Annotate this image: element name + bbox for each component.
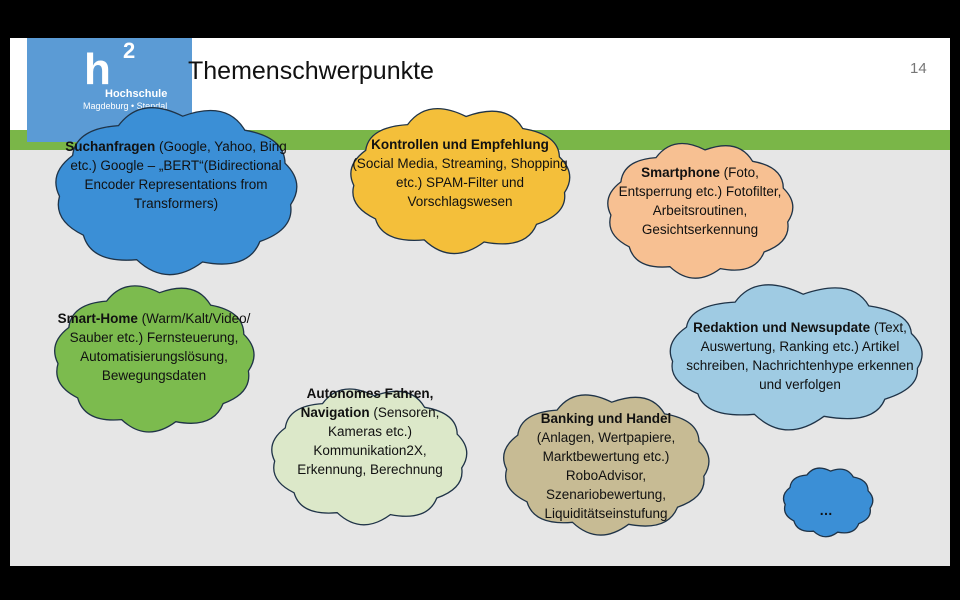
cloud-kontrollen-text: Kontrollen und Empfehlung (Social Media,… [350, 135, 570, 211]
cloud-suchanfragen-body: (Google, Yahoo, Bing etc.) Google – „BER… [70, 139, 287, 211]
cloud-more-title: … [819, 503, 833, 518]
cloud-smarthome-shape [54, 285, 255, 433]
cloud-autonom-text: Autonomes Fahren, Navigation (Sensoren, … [280, 384, 460, 479]
slide-title: Themenschwerpunkte [188, 57, 434, 85]
logo-superscript: 2 [123, 38, 136, 63]
cloud-smarthome-body: (Warm/Kalt/Video/ Sauber etc.) Fernsteue… [69, 311, 251, 383]
logo-mark: h [84, 45, 111, 94]
cloud-suchanfragen-title: Suchanfragen [65, 139, 156, 154]
cloud-smarthome-text: Smart-Home (Warm/Kalt/Video/ Sauber etc.… [54, 309, 254, 385]
slide: h 2 Hochschule Magdeburg • Stendal Theme… [10, 38, 950, 566]
cloud-kontrollen-title: Kontrollen und Empfehlung [371, 137, 549, 152]
cloud-suchanfragen-text: Suchanfragen (Google, Yahoo, Bing etc.) … [62, 137, 290, 213]
cloud-autonom-shape [271, 388, 468, 526]
cloud-banking-body: (Anlagen, Wertpapiere, Marktbewertung et… [536, 430, 676, 521]
cloud-banking-title: Banking und Handel [540, 411, 672, 426]
cloud-smartphone-text: Smartphone (Foto, Entsperrung etc.) Foto… [610, 163, 790, 239]
clouds-layer [54, 107, 923, 538]
cloud-banking-text: Banking und Handel (Anlagen, Wertpapiere… [515, 409, 697, 523]
cloud-autonom-body: (Sensoren, Kameras etc.) Kommunikation2X… [297, 405, 443, 477]
cloud-smartphone-title: Smartphone [641, 165, 720, 180]
cloud-redaktion-shape [669, 284, 923, 431]
cloud-suchanfragen-shape [55, 107, 298, 276]
cloud-redaktion-body: (Text, Auswertung, Ranking etc.) Artikel… [686, 320, 914, 392]
cloud-smarthome-title: Smart-Home [57, 311, 138, 326]
cloud-kontrollen-shape [350, 108, 571, 255]
cloud-smartphone-body: (Foto, Entsperrung etc.) Fotofilter, Arb… [618, 165, 782, 237]
cloud-autonom-title: Autonomes Fahren, Navigation [300, 386, 434, 420]
cloud-more-shape [782, 467, 874, 538]
hochschule-logo: h 2 Hochschule Magdeburg • Stendal [27, 38, 192, 142]
page-number: 14 [910, 60, 927, 77]
cloud-more-text: … [786, 501, 866, 520]
cloud-kontrollen-body: (Social Media, Streaming, Shopping etc.)… [352, 156, 568, 209]
cloud-banking-shape [503, 394, 710, 536]
logo-location: Magdeburg • Stendal [83, 101, 168, 111]
cloud-redaktion-title: Redaktion und Newsupdate [693, 320, 871, 335]
logo-name: Hochschule [105, 88, 168, 100]
cloud-redaktion-text: Redaktion und Newsupdate (Text, Auswertu… [680, 318, 920, 394]
cloud-smartphone-shape [607, 142, 794, 279]
